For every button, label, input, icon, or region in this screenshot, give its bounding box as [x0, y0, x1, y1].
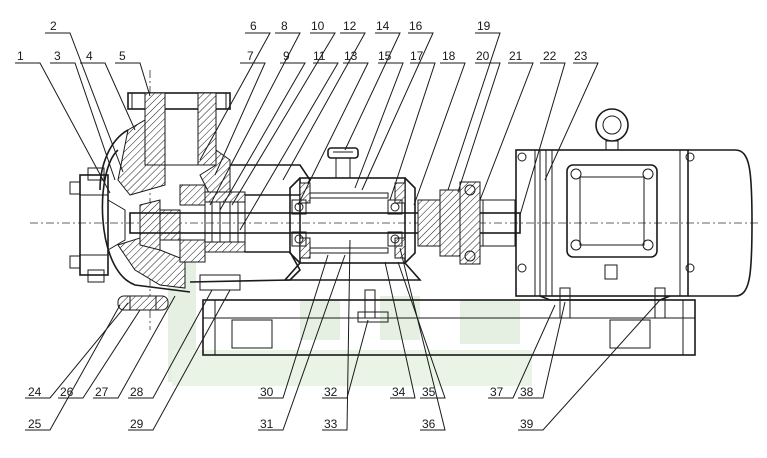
callout-22: 22 — [543, 49, 557, 63]
callout-25: 25 — [28, 417, 42, 431]
callout-leaders-bottom — [25, 239, 661, 431]
callout-29: 29 — [130, 417, 144, 431]
callout-17: 17 — [410, 49, 424, 63]
callout-2: 2 — [50, 19, 57, 33]
callout-10: 10 — [311, 19, 325, 33]
callout-37: 37 — [490, 385, 504, 399]
callout-5: 5 — [119, 49, 126, 63]
callout-labels-top: 1 2 3 4 5 6 7 8 9 10 11 12 13 14 15 16 1… — [17, 19, 588, 63]
callout-13: 13 — [344, 49, 358, 63]
callout-18: 18 — [442, 49, 456, 63]
callout-34: 34 — [392, 385, 406, 399]
callout-16: 16 — [409, 19, 423, 33]
callout-26: 26 — [60, 385, 74, 399]
callout-35: 35 — [422, 385, 436, 399]
pump-shaft — [129, 212, 521, 234]
pump-casing — [69, 92, 231, 311]
callout-39: 39 — [520, 417, 534, 431]
callout-23: 23 — [574, 49, 588, 63]
coupling — [417, 181, 516, 265]
callout-24: 24 — [28, 385, 42, 399]
callout-20: 20 — [476, 49, 490, 63]
callout-21: 21 — [509, 49, 523, 63]
callout-32: 32 — [324, 385, 338, 399]
callout-28: 28 — [130, 385, 144, 399]
callout-3: 3 — [54, 49, 61, 63]
callout-9: 9 — [283, 49, 290, 63]
callout-12: 12 — [343, 19, 357, 33]
callout-6: 6 — [250, 19, 257, 33]
motor — [515, 108, 753, 319]
base-plate — [202, 299, 696, 356]
callout-38: 38 — [520, 385, 534, 399]
callout-31: 31 — [260, 417, 274, 431]
callout-30: 30 — [260, 385, 274, 399]
callout-33: 33 — [324, 417, 338, 431]
callout-11: 11 — [313, 49, 326, 63]
callout-8: 8 — [281, 19, 288, 33]
callout-15: 15 — [378, 49, 392, 63]
callout-1: 1 — [17, 49, 24, 63]
callout-19: 19 — [477, 19, 491, 33]
callout-14: 14 — [376, 19, 390, 33]
callout-labels-bottom: 24 25 26 27 28 29 30 31 32 33 34 35 36 3… — [28, 385, 534, 431]
callout-27: 27 — [95, 385, 109, 399]
callout-leaders-top — [15, 32, 599, 231]
callout-4: 4 — [86, 49, 93, 63]
callout-36: 36 — [422, 417, 436, 431]
callout-7: 7 — [247, 49, 254, 63]
